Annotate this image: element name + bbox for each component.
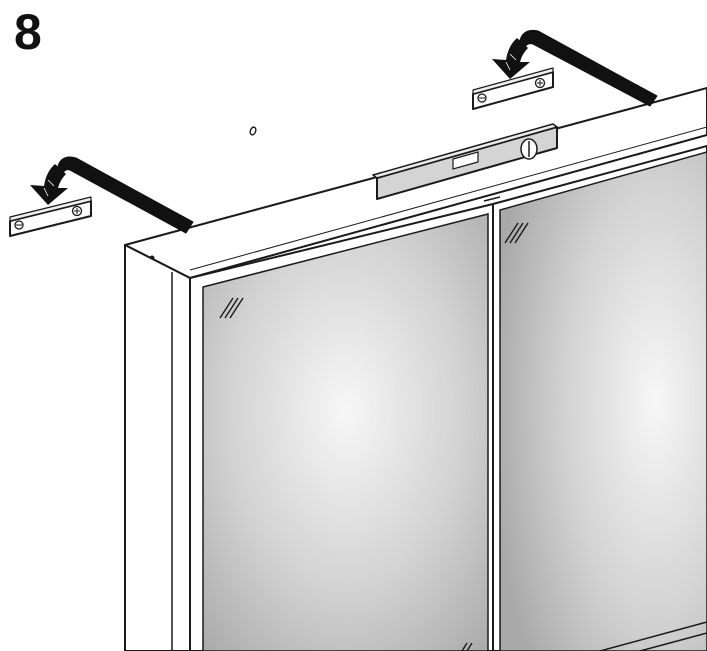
door-bottom-edge (599, 621, 707, 651)
screw-icon (71, 205, 83, 217)
curved-arrow-icon (492, 29, 658, 107)
screw-icon (534, 77, 546, 89)
wall-bracket-icon (9, 196, 92, 237)
level-vial-icon (520, 138, 538, 160)
spirit-level-icon (372, 123, 558, 200)
mirror-door-left (189, 203, 494, 651)
step-number: 8 (14, 4, 42, 60)
mirror-glare-icon (461, 642, 473, 651)
screw-icon (477, 93, 487, 103)
wall-hole-marker (249, 126, 257, 136)
screw-icon (14, 220, 24, 230)
cabinet-side-panel (124, 244, 191, 651)
mirror-door-right (492, 145, 707, 651)
wall-bracket-icon (472, 67, 554, 110)
curved-arrow-icon (30, 156, 194, 234)
mirror-glare-icon (219, 297, 244, 319)
mirror-glare-icon (504, 222, 529, 244)
